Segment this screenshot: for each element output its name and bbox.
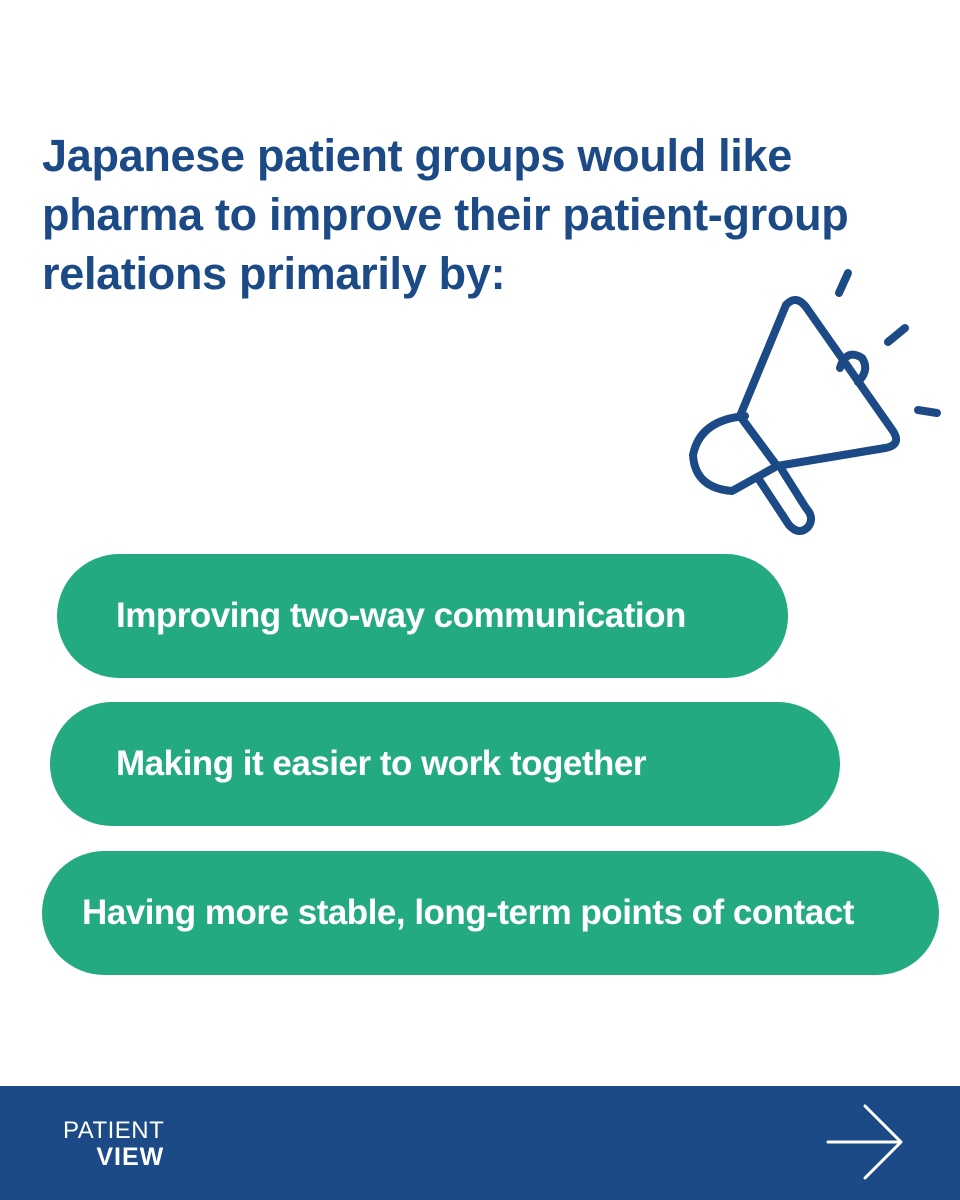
patientview-logo: PATIENT VIEW <box>63 1117 165 1171</box>
logo-line-2: VIEW <box>96 1143 165 1171</box>
arrow-right-icon[interactable] <box>826 1102 906 1182</box>
footer-bar: PATIENT VIEW <box>0 1086 960 1200</box>
list-item-label: Improving two-way communication <box>116 596 686 635</box>
list-item: Improving two-way communication <box>57 554 788 678</box>
megaphone-icon <box>689 269 941 535</box>
list-item: Making it easier to work together <box>50 702 840 826</box>
page-headline: Japanese patient groups would like pharm… <box>42 130 849 299</box>
logo-line-1: PATIENT <box>63 1117 165 1144</box>
list-item-label: Having more stable, long-term points of … <box>82 893 854 932</box>
list-item-label: Making it easier to work together <box>116 744 647 783</box>
list-item: Having more stable, long-term points of … <box>42 851 939 975</box>
